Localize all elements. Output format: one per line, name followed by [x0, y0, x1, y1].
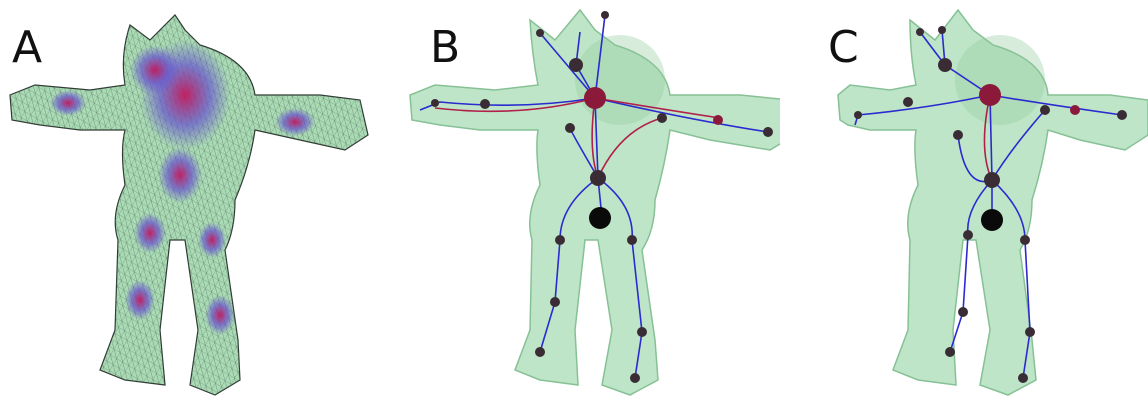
- panel-c: C: [780, 0, 1148, 410]
- node: [963, 230, 973, 240]
- root-node: [979, 84, 1001, 106]
- node: [1117, 110, 1127, 120]
- node: [953, 130, 963, 140]
- node: [569, 58, 583, 72]
- root-node: [584, 87, 606, 109]
- node: [1040, 105, 1050, 115]
- pelvis-node: [590, 170, 606, 186]
- node: [630, 373, 640, 383]
- body-silhouette-c: [838, 10, 1148, 395]
- node: [945, 347, 955, 357]
- node: [958, 307, 968, 317]
- pelvis-node: [984, 172, 1000, 188]
- node: [536, 29, 544, 37]
- figure-a-mesh: [0, 0, 380, 410]
- panel-b: B: [380, 0, 780, 410]
- base-node: [981, 209, 1003, 231]
- node: [555, 235, 565, 245]
- node: [565, 123, 575, 133]
- figure-b-skeleton: [380, 0, 780, 410]
- node: [1020, 235, 1030, 245]
- figure-c-skeleton: [780, 0, 1148, 410]
- node: [938, 26, 946, 34]
- node: [763, 127, 773, 137]
- node: [938, 58, 952, 72]
- node: [627, 235, 637, 245]
- node: [601, 11, 609, 19]
- node: [916, 28, 924, 36]
- node: [550, 297, 560, 307]
- node: [854, 111, 862, 119]
- node: [657, 113, 667, 123]
- node: [431, 99, 439, 107]
- density-blobs: [50, 40, 315, 335]
- panel-a: A: [0, 0, 380, 410]
- base-node: [589, 207, 611, 229]
- node: [1018, 373, 1028, 383]
- node: [535, 347, 545, 357]
- node: [713, 115, 723, 125]
- node: [637, 327, 647, 337]
- body-silhouette-b: [410, 10, 780, 395]
- node: [903, 97, 913, 107]
- node: [1025, 327, 1035, 337]
- node: [480, 99, 490, 109]
- node: [1070, 105, 1080, 115]
